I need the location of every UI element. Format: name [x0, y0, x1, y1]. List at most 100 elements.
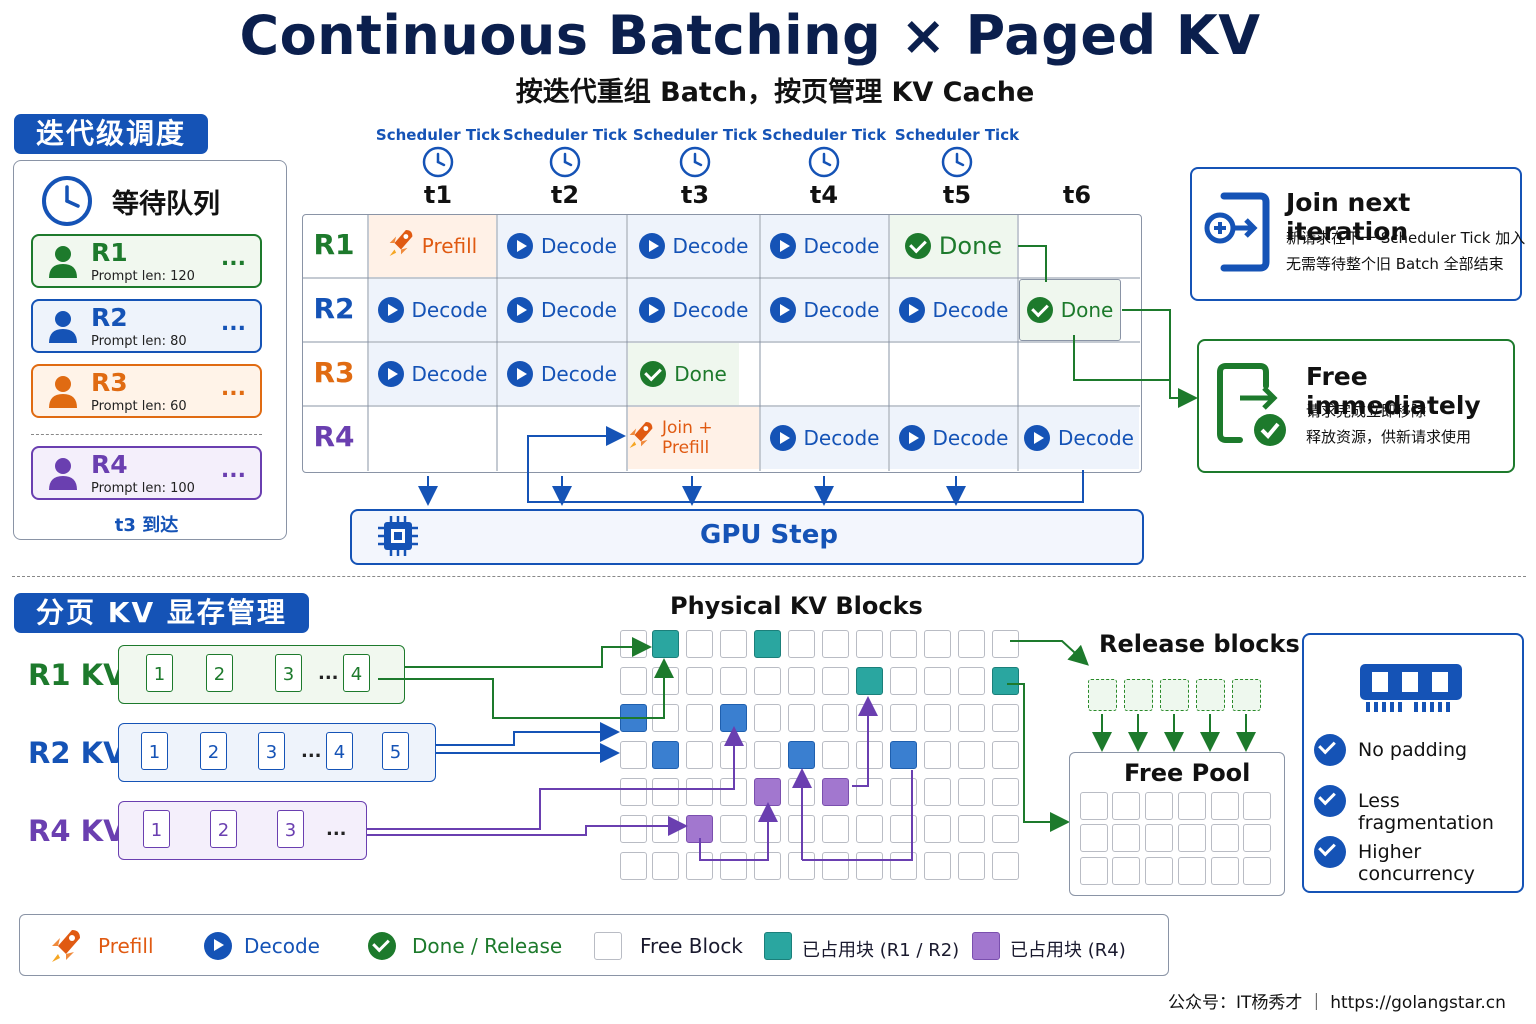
cell-decode[interactable]: Decode [369, 279, 496, 341]
page-icon: 3 [258, 732, 285, 770]
cell-join[interactable]: Join + Prefill [628, 407, 759, 469]
released-block [1124, 679, 1153, 711]
pool-block [1211, 824, 1239, 852]
kv-block-free [822, 704, 849, 732]
queue-card-r2[interactable]: R2 Prompt len: 80 ... [31, 299, 262, 353]
kv-block-blue [652, 741, 679, 769]
cell-decode[interactable]: Decode [761, 279, 888, 341]
more-icon[interactable]: ... [220, 246, 246, 271]
legend-purple: 已占用块 (R4) [1010, 940, 1126, 961]
legend-teal-swatch [764, 932, 792, 960]
released-block [1160, 679, 1189, 711]
queue-card-id: R2 [91, 303, 128, 332]
kv-block-free [620, 778, 647, 806]
page-icon: 1 [143, 810, 170, 848]
kv-block-free [856, 815, 883, 843]
legend-done: Done / Release [412, 934, 563, 958]
memory-icon [1356, 660, 1466, 720]
pool-block [1145, 792, 1173, 820]
queue-divider [31, 434, 262, 435]
play-icon [638, 233, 665, 259]
kv-block-free [992, 852, 1019, 880]
cell-decode[interactable]: Decode [628, 215, 759, 277]
queue-card-r4[interactable]: R4 Prompt len: 100 ... [31, 446, 262, 500]
person-icon [49, 376, 77, 408]
tick-time: t3 [680, 181, 710, 209]
check-icon [904, 233, 931, 259]
page-icon: 2 [200, 732, 227, 770]
cell-decode[interactable]: Decode [890, 279, 1017, 341]
free-line-1: 请求完成立即移除 [1306, 402, 1427, 420]
legend-purple-swatch [972, 932, 1000, 960]
cell-label: Decode [672, 234, 749, 258]
kv-block-free [856, 852, 883, 880]
kv-block-free [754, 704, 781, 732]
kv-block-free [992, 630, 1019, 658]
cell-decode[interactable]: Decode [498, 343, 626, 405]
pool-block [1080, 792, 1108, 820]
cell-decode[interactable]: Decode [628, 279, 759, 341]
cell-prefill[interactable]: Prefill [369, 215, 496, 277]
legend-teal: 已占用块 (R1 / R2) [802, 940, 960, 961]
kv-block-free [686, 741, 713, 769]
pool-block [1112, 824, 1140, 852]
cell-decode[interactable]: Decode [498, 279, 626, 341]
kv-block-free [890, 704, 917, 732]
kv-block-free [788, 630, 815, 658]
cell-done[interactable]: Done [1019, 279, 1121, 341]
released-block [1232, 679, 1261, 711]
cell-decode[interactable]: Decode [1019, 407, 1139, 469]
clock-icon [678, 145, 712, 183]
kv-block-free [890, 630, 917, 658]
grid-row-label: R2 [313, 292, 355, 325]
gpu-step-label: GPU Step [700, 520, 838, 550]
kv-block-free [992, 741, 1019, 769]
kv-block-free [822, 667, 849, 695]
kv-block-teal [856, 667, 883, 695]
cell-decode[interactable]: Decode [761, 215, 888, 277]
pool-block [1080, 857, 1108, 885]
person-icon [49, 458, 77, 490]
pool-block [1112, 792, 1140, 820]
kv-block-free [856, 778, 883, 806]
cell-decode[interactable]: Decode [761, 407, 888, 469]
kv-block-blue [890, 741, 917, 769]
cell-done[interactable]: Done [890, 215, 1017, 277]
kv-block-free [652, 852, 679, 880]
page-icon: 2 [206, 654, 233, 692]
check-icon [368, 932, 396, 960]
kv-block-free [992, 778, 1019, 806]
pool-block [1211, 857, 1239, 885]
kv-block-free [958, 778, 985, 806]
cell-done[interactable]: Done [628, 343, 739, 405]
cell-decode[interactable]: Decode [890, 407, 1017, 469]
kv-row-label: R2 KV [28, 736, 126, 770]
benefit-item: Less fragmentation [1358, 790, 1494, 834]
kv-block-free [620, 741, 647, 769]
more-icon[interactable]: ... [220, 458, 246, 483]
ellipsis: ... [318, 663, 339, 684]
kv-block-free [958, 630, 985, 658]
join-icon [1204, 190, 1270, 278]
legend-free-swatch [594, 932, 622, 960]
grid-row-label: R4 [313, 420, 355, 453]
kv-block-purple [686, 815, 713, 843]
kv-block-free [958, 815, 985, 843]
kv-block-free [958, 704, 985, 732]
clock-icon [548, 145, 582, 183]
check-icon [640, 361, 667, 387]
kv-block-teal [754, 630, 781, 658]
cell-decode[interactable]: Decode [369, 343, 496, 405]
clock-icon [940, 145, 974, 183]
kv-block-free [924, 667, 951, 695]
play-icon [898, 297, 925, 323]
clock-icon [421, 145, 455, 183]
more-icon[interactable]: ... [220, 376, 246, 401]
queue-card-r1[interactable]: R1 Prompt len: 120 ... [31, 234, 262, 288]
tick-label: Scheduler Tick [632, 126, 758, 144]
queue-card-r3[interactable]: R3 Prompt len: 60 ... [31, 364, 262, 418]
cell-decode[interactable]: Decode [498, 215, 626, 277]
more-icon[interactable]: ... [220, 311, 246, 336]
kv-block-free [822, 741, 849, 769]
